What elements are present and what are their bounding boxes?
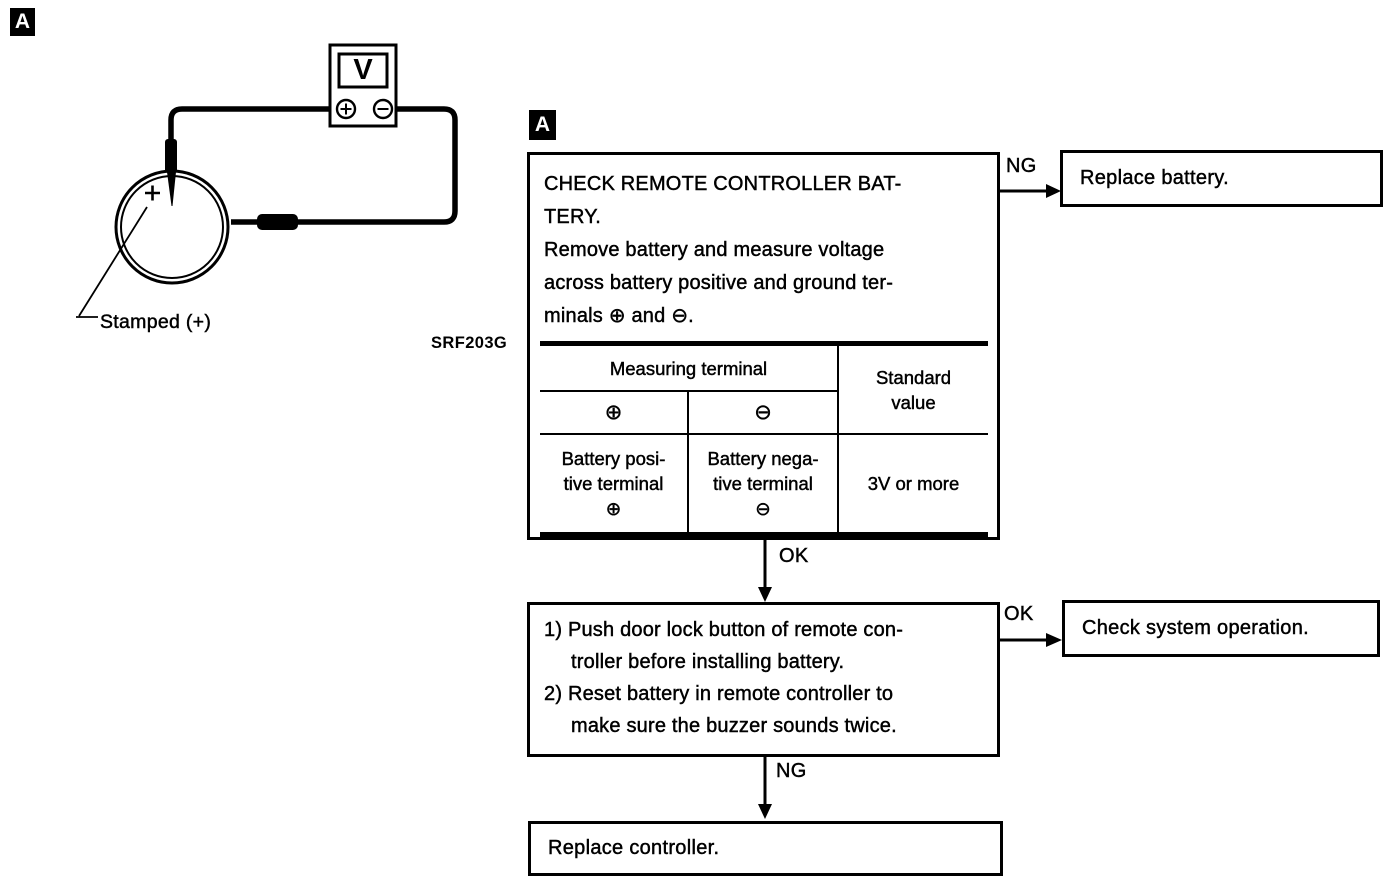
battery-voltage-test-illustration xyxy=(76,43,458,318)
step2-item-2: 2) Reset battery in remote controller to… xyxy=(544,683,897,737)
edge-label-ok-2: OK xyxy=(1004,603,1034,625)
arrow-ng-1 xyxy=(998,184,1061,198)
test-lead-wire-right xyxy=(231,106,458,225)
step2-item-1: 1) Push door lock button of remote con- … xyxy=(544,619,904,673)
test-lead-wire-left xyxy=(168,106,338,141)
step-check-battery-box: CHECK REMOTE CONTROLLER BAT- TERY. Remov… xyxy=(527,152,1000,540)
standard-value-header: Standard value xyxy=(837,343,989,435)
replace-battery-box: Replace battery. xyxy=(1060,150,1383,207)
spec-table-symbol-row: ⊕ ⊖ xyxy=(540,390,988,435)
arrow-ok-1 xyxy=(758,539,772,602)
measuring-terminal-header: Measuring terminal xyxy=(540,343,840,392)
negative-terminal-icon xyxy=(372,98,394,120)
section-marker-a: A xyxy=(10,8,35,36)
coin-battery-outer xyxy=(114,169,230,285)
arrow-ng-2 xyxy=(758,756,772,819)
positive-terminal-icon xyxy=(335,98,357,120)
minus-terminal-symbol: ⊖ xyxy=(686,390,840,435)
replace-controller-box: Replace controller. xyxy=(528,821,1003,876)
stamped-plus-label: Stamped (+) xyxy=(100,311,212,333)
standard-value-cell: 3V or more xyxy=(837,433,989,535)
voltmeter-display xyxy=(337,52,389,89)
arrow-ok-2 xyxy=(998,633,1062,647)
flow-section-marker-a: A xyxy=(529,110,556,140)
check-system-operation-box: Check system operation. xyxy=(1062,600,1380,657)
plus-terminal-symbol: ⊕ xyxy=(540,390,689,435)
edge-label-ng-1: NG xyxy=(1006,155,1037,177)
probe-needle xyxy=(167,172,176,206)
plus-stamp-icon xyxy=(145,185,160,201)
voltmeter-v-label: V xyxy=(353,54,373,86)
figure-code: SRF203G xyxy=(431,334,508,352)
spec-table-data-row: Battery posi- tive terminal ⊕ Battery ne… xyxy=(540,433,989,535)
check-system-operation-text: Check system operation. xyxy=(1082,617,1309,639)
coin-battery-inner xyxy=(120,175,224,279)
replace-battery-text: Replace battery. xyxy=(1080,167,1229,189)
battery-positive-cell: Battery posi- tive terminal ⊕ xyxy=(540,433,689,535)
replace-controller-text: Replace controller. xyxy=(548,837,720,859)
step-check-battery-text: CHECK REMOTE CONTROLLER BAT- TERY. Remov… xyxy=(544,173,902,327)
spec-table-header-row: Measuring terminal Standard value xyxy=(540,343,989,435)
edge-label-ok-1: OK xyxy=(779,545,809,567)
spec-table: Measuring terminal Standard value ⊕ ⊖ Ba… xyxy=(540,341,989,538)
battery-negative-cell: Battery nega- tive terminal ⊖ xyxy=(686,433,840,535)
step-push-lock-box: 1) Push door lock button of remote con- … xyxy=(527,602,1000,757)
leader-line xyxy=(76,206,148,318)
edge-label-ng-2: NG xyxy=(776,760,807,782)
probe-handle xyxy=(165,139,177,173)
wire-connector xyxy=(257,214,298,230)
